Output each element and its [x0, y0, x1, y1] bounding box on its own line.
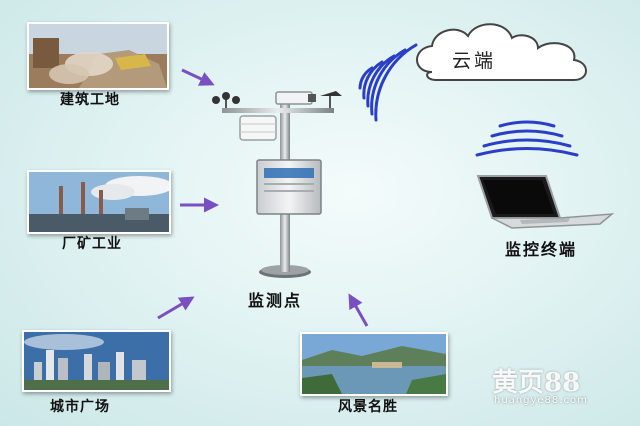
construction-site-label: 建筑工地: [60, 92, 120, 108]
city-label: 城市广场: [50, 399, 110, 415]
monitoring-terminal-label: 监控终端: [505, 240, 578, 259]
industry-label: 厂矿工业: [62, 236, 122, 252]
city-skyline-image: [24, 332, 169, 390]
laptop-icon: [476, 175, 615, 229]
city-skyline-photo: [22, 330, 171, 392]
construction-site-image: [29, 24, 167, 88]
watermark-url: huangye88.com: [494, 395, 588, 406]
cloud-label: 云端: [452, 50, 497, 72]
scenic-label: 风景名胜: [338, 399, 398, 415]
monitoring-station-icon: [212, 91, 342, 278]
station-signal-icon: [358, 43, 418, 122]
arrow-construction: [181, 68, 215, 86]
factory-chimneys-photo: [27, 170, 171, 234]
arrow-city: [157, 296, 195, 320]
scenic-lake-image: [302, 334, 446, 394]
watermark-logo: 黄页88: [492, 368, 581, 398]
terminal-signal-icon: [475, 120, 579, 157]
factory-chimneys-image: [29, 172, 169, 232]
construction-site-photo: [27, 22, 169, 90]
monitoring-point-label: 监测点: [248, 291, 303, 310]
arrow-scenic: [348, 293, 369, 327]
scenic-lake-photo: [300, 332, 448, 396]
flow-arrows: [157, 68, 369, 327]
cloud-icon: [416, 23, 587, 81]
